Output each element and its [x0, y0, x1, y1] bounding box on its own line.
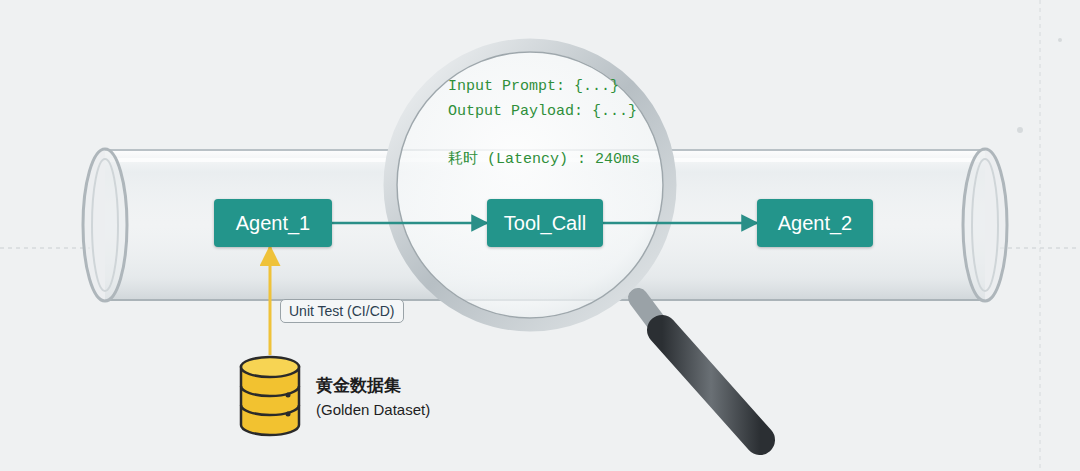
process-box: Agent_2 [757, 199, 873, 247]
trace-field: 耗时 (Latency) : 240ms [448, 149, 640, 168]
flow-arrow [332, 222, 487, 225]
edge-label: Unit Test (CI/CD) [280, 299, 404, 323]
box-label: Agent_1 [236, 212, 311, 235]
box-label: Agent_2 [778, 212, 853, 235]
flow-arrow [603, 222, 757, 225]
box-label: Tool_Call [504, 212, 586, 235]
database-caption: 黄金数据集 (Golden Dataset) [316, 374, 430, 418]
process-box: Agent_1 [214, 199, 332, 247]
trace-field: Output Payload: {...} [448, 103, 637, 120]
process-box: Tool_Call [487, 199, 603, 247]
flow-arrow [269, 247, 272, 355]
trace-field: Input Prompt: {...} [448, 78, 619, 95]
dataset-subtitle: (Golden Dataset) [316, 401, 430, 418]
dataset-title: 黄金数据集 [316, 374, 430, 397]
database-icon [238, 355, 302, 437]
database-node: 黄金数据集 (Golden Dataset) [238, 355, 430, 437]
